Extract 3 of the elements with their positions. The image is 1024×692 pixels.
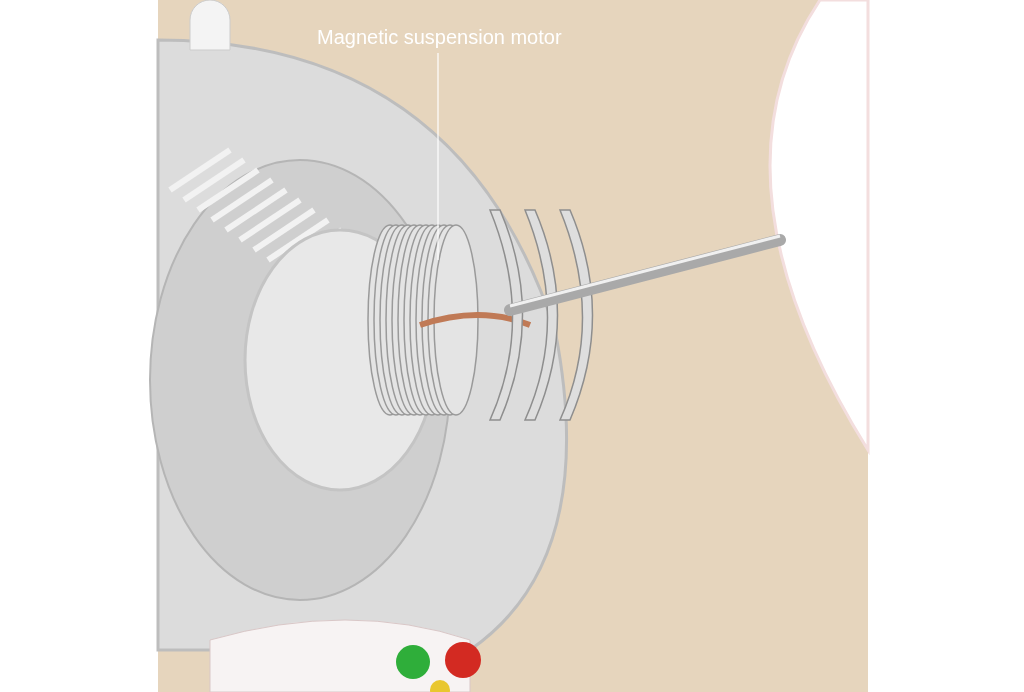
motor-drawing	[367, 209, 786, 421]
leader-line	[437, 52, 439, 261]
callout-label: Magnetic suspension motor	[317, 26, 562, 49]
